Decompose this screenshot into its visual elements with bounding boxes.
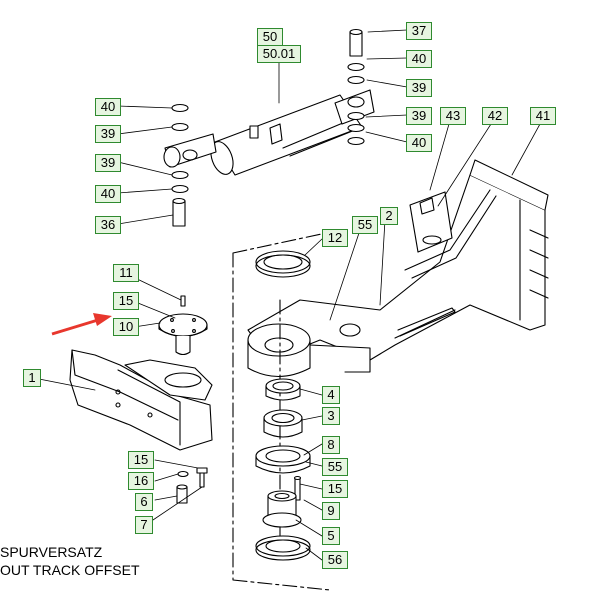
callout-5[interactable]: 5 [322, 527, 340, 545]
callout-39-mid-left[interactable]: 39 [95, 154, 121, 172]
hydraulic-cylinder-part [163, 89, 375, 176]
callout-55-lower[interactable]: 55 [322, 458, 348, 476]
callout-40-upper-left[interactable]: 40 [95, 98, 121, 116]
caption-line-english: OUT TRACK OFFSET [0, 562, 140, 578]
pin-36-part [172, 197, 186, 227]
callout-10[interactable]: 10 [113, 318, 139, 336]
callout-39-upper-left[interactable]: 39 [95, 125, 121, 143]
callout-11[interactable]: 11 [113, 264, 139, 282]
callout-42[interactable]: 42 [482, 107, 508, 125]
callout-56[interactable]: 56 [322, 551, 348, 569]
callout-15-right[interactable]: 15 [322, 480, 348, 498]
small-hardware-part [176, 467, 208, 504]
callout-3[interactable]: 3 [322, 407, 340, 425]
callout-40-upper-right[interactable]: 40 [406, 50, 432, 68]
red-pointer-arrow-icon [51, 313, 112, 336]
callout-50-01[interactable]: 50.01 [257, 45, 301, 63]
seal-12-part [255, 250, 311, 278]
callout-43[interactable]: 43 [440, 107, 466, 125]
callout-8[interactable]: 8 [322, 436, 340, 454]
callout-37[interactable]: 37 [406, 22, 432, 40]
callout-2[interactable]: 2 [380, 207, 398, 225]
swing-arm-part [247, 159, 549, 361]
callout-36[interactable]: 36 [95, 216, 121, 234]
seal-8-part [255, 445, 311, 474]
callout-40-mid-right[interactable]: 40 [406, 134, 432, 152]
bolt-9-part [293, 475, 302, 501]
callout-41[interactable]: 41 [530, 107, 556, 125]
callout-15-upper[interactable]: 15 [113, 292, 139, 310]
seal-56-part [255, 535, 311, 561]
flange-plate-10-part [158, 295, 208, 356]
pivot-housing-part [247, 323, 371, 377]
bearing-4-part [265, 378, 301, 401]
callout-50[interactable]: 50 [257, 28, 283, 46]
callout-39-mid-right[interactable]: 39 [406, 107, 432, 125]
leader-lines [38, 29, 541, 561]
pivot-axis-line [232, 229, 341, 591]
callout-39-upper-right[interactable]: 39 [406, 79, 432, 97]
caption-line-german: SPURVERSATZ [0, 544, 103, 560]
callout-6[interactable]: 6 [135, 493, 153, 511]
callout-55-upper[interactable]: 55 [352, 216, 378, 234]
bearing-3-part [263, 409, 303, 438]
callout-15-left[interactable]: 15 [128, 451, 154, 469]
pin-37-part [349, 28, 363, 57]
callout-12[interactable]: 12 [322, 229, 348, 247]
callout-7[interactable]: 7 [135, 516, 153, 534]
callout-4[interactable]: 4 [322, 386, 340, 404]
washer-stack-upper-right [347, 62, 365, 146]
callout-16[interactable]: 16 [128, 472, 154, 490]
callout-1[interactable]: 1 [23, 369, 41, 387]
callout-40-mid-left[interactable]: 40 [95, 185, 121, 203]
bushing-5-part [262, 490, 302, 528]
bracket-1-part [69, 349, 213, 451]
callout-9[interactable]: 9 [322, 502, 340, 520]
